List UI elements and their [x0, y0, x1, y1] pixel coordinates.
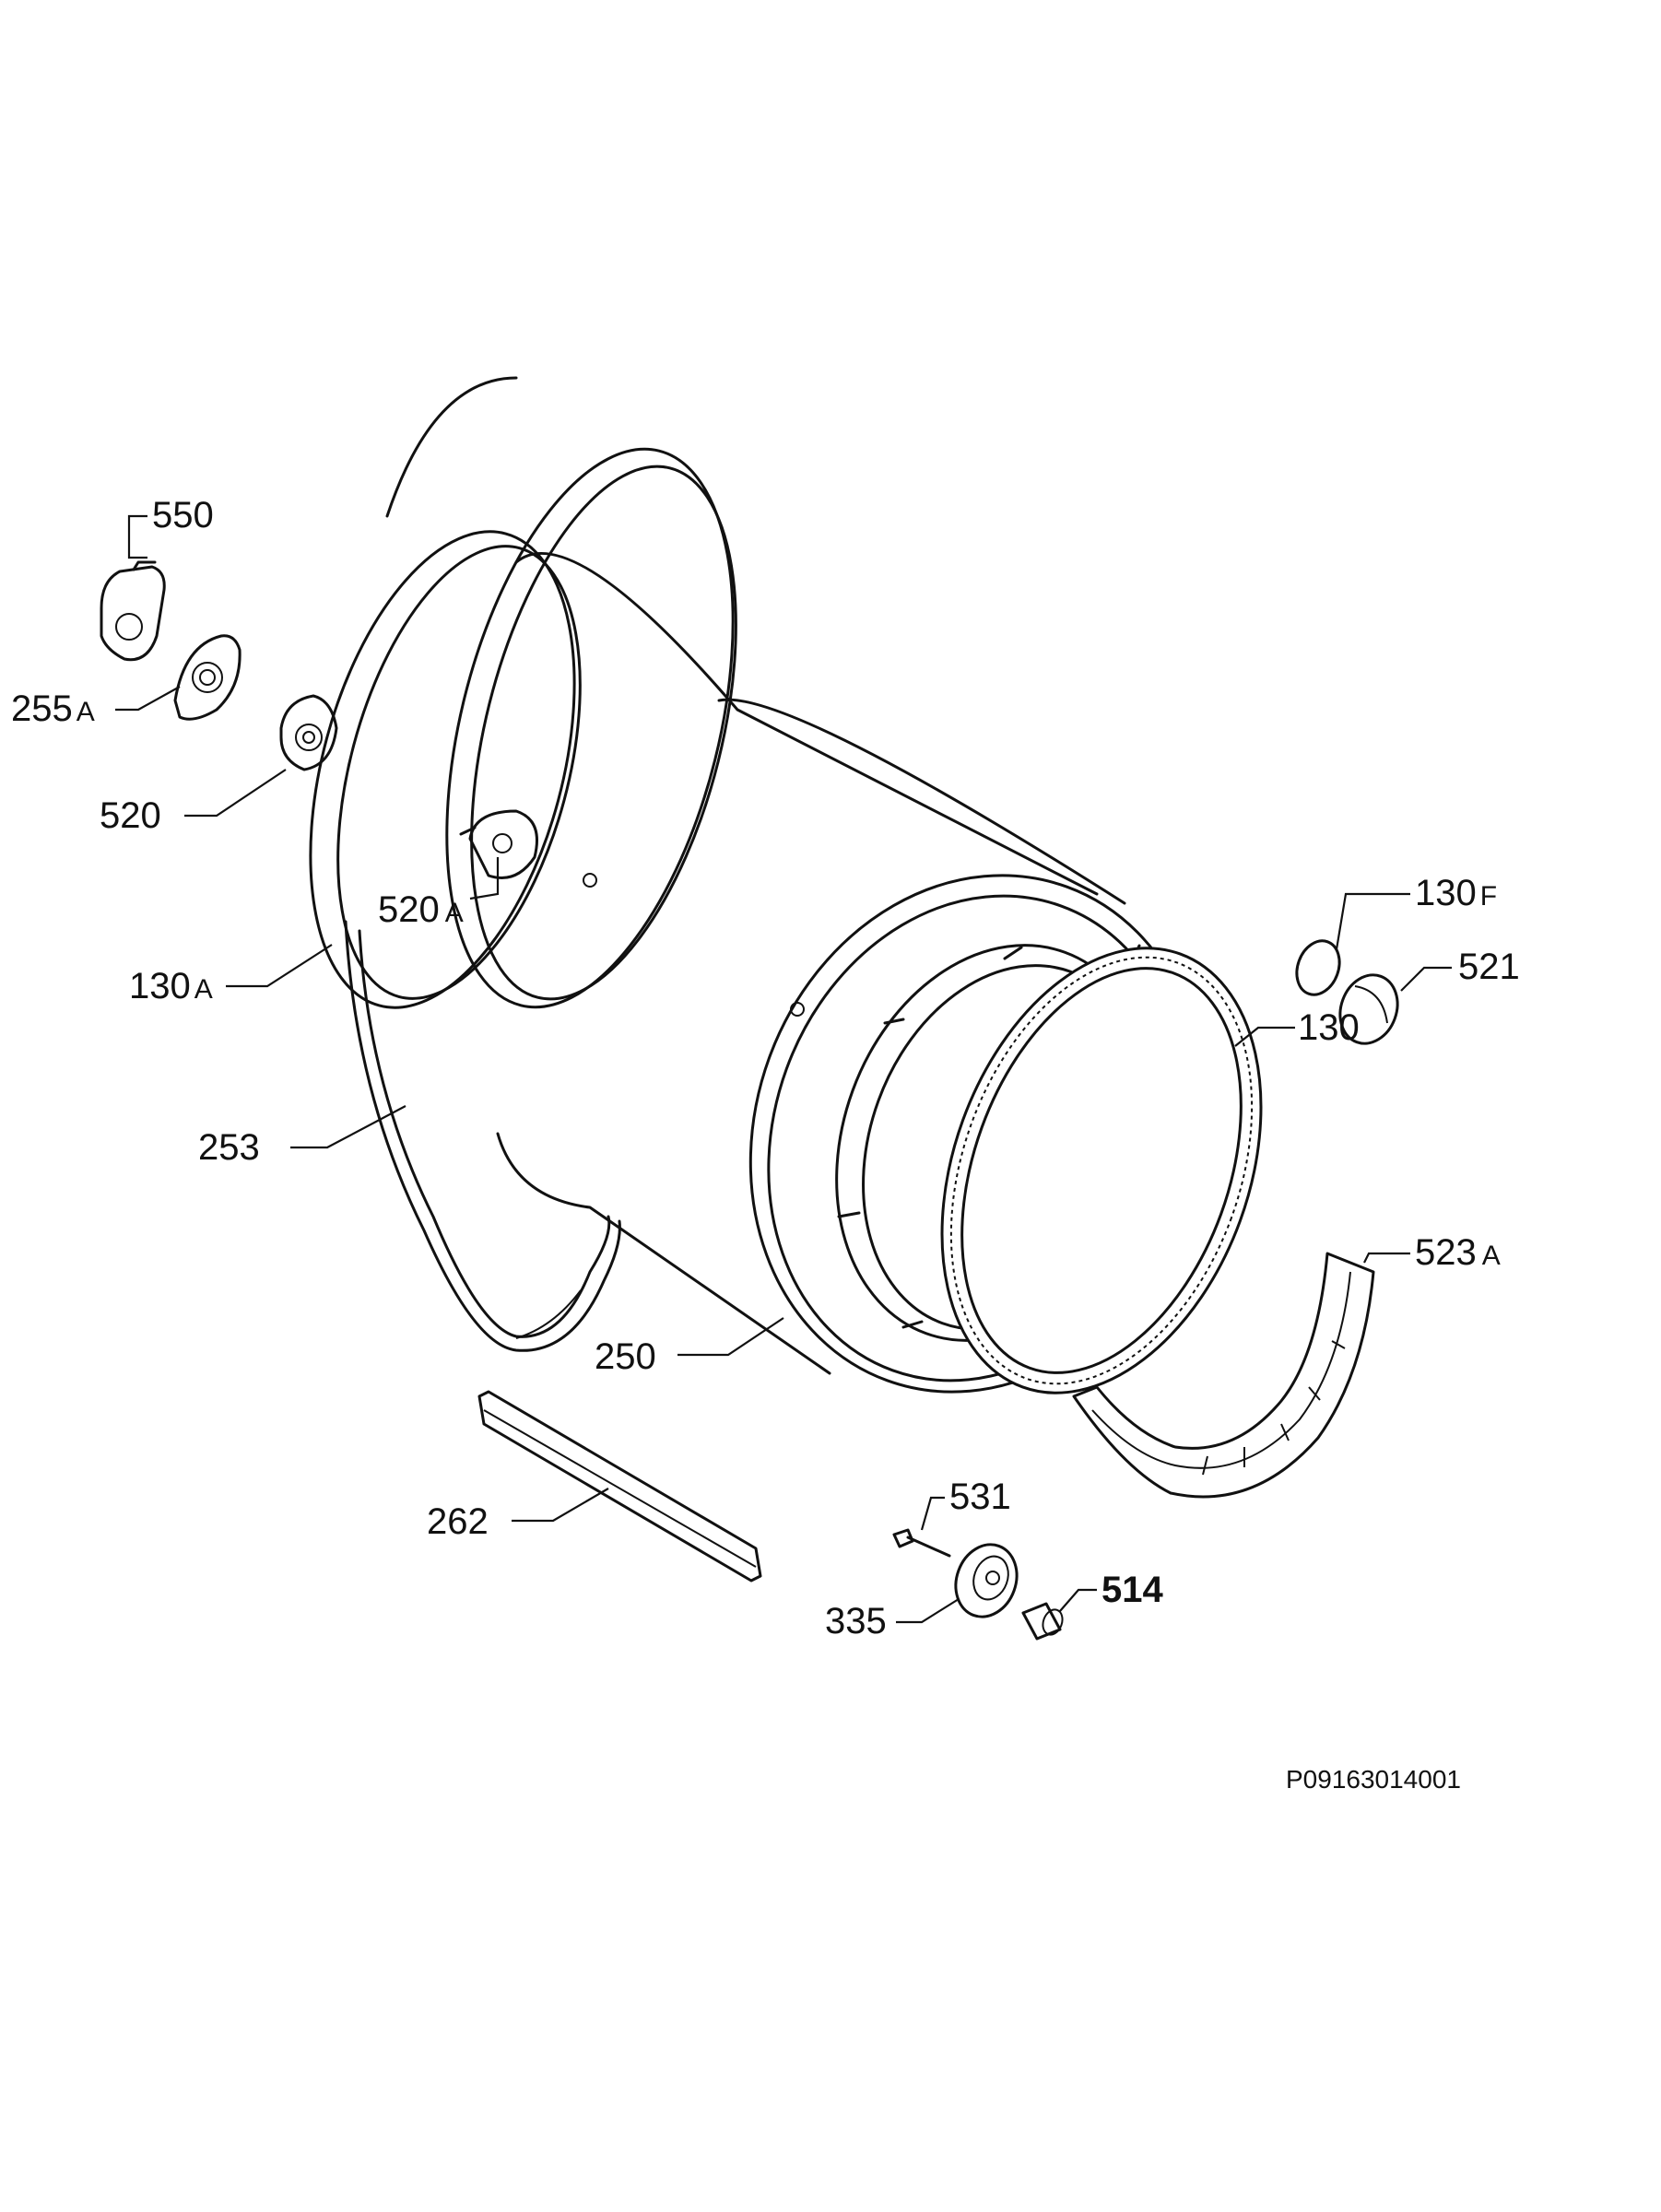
part-514-axle-pin	[1021, 1602, 1064, 1641]
part-335-roller-wheel	[954, 1543, 1019, 1618]
label-550: 550	[152, 495, 214, 535]
part-531-screw	[892, 1528, 951, 1558]
label-253: 253	[198, 1127, 260, 1168]
label-531: 531	[949, 1477, 1011, 1517]
part-520-shaft-plate	[279, 694, 338, 771]
part-523a-guide-segment	[1072, 1252, 1375, 1499]
label-262: 262	[427, 1501, 489, 1542]
part-521-cap	[1338, 973, 1399, 1045]
label-130: 130	[1298, 1007, 1360, 1048]
label-250: 250	[595, 1336, 656, 1377]
label-520: 520	[100, 795, 161, 836]
part-130f-o-ring	[1295, 939, 1341, 996]
part-550-clip	[100, 560, 166, 662]
label-514: 514	[1101, 1570, 1163, 1610]
part-255a-bearing-plate	[173, 634, 241, 721]
label-335: 335	[825, 1601, 887, 1641]
leader-lines	[115, 514, 1452, 1624]
part-253-drive-belt	[344, 920, 621, 1352]
label-521: 521	[1458, 947, 1520, 987]
part-130a-rear-ring	[309, 376, 582, 1009]
part-262-strip	[477, 1390, 762, 1583]
diagram-code: P09163014001	[1286, 1765, 1461, 1794]
part-130-front-gasket	[940, 947, 1263, 1394]
